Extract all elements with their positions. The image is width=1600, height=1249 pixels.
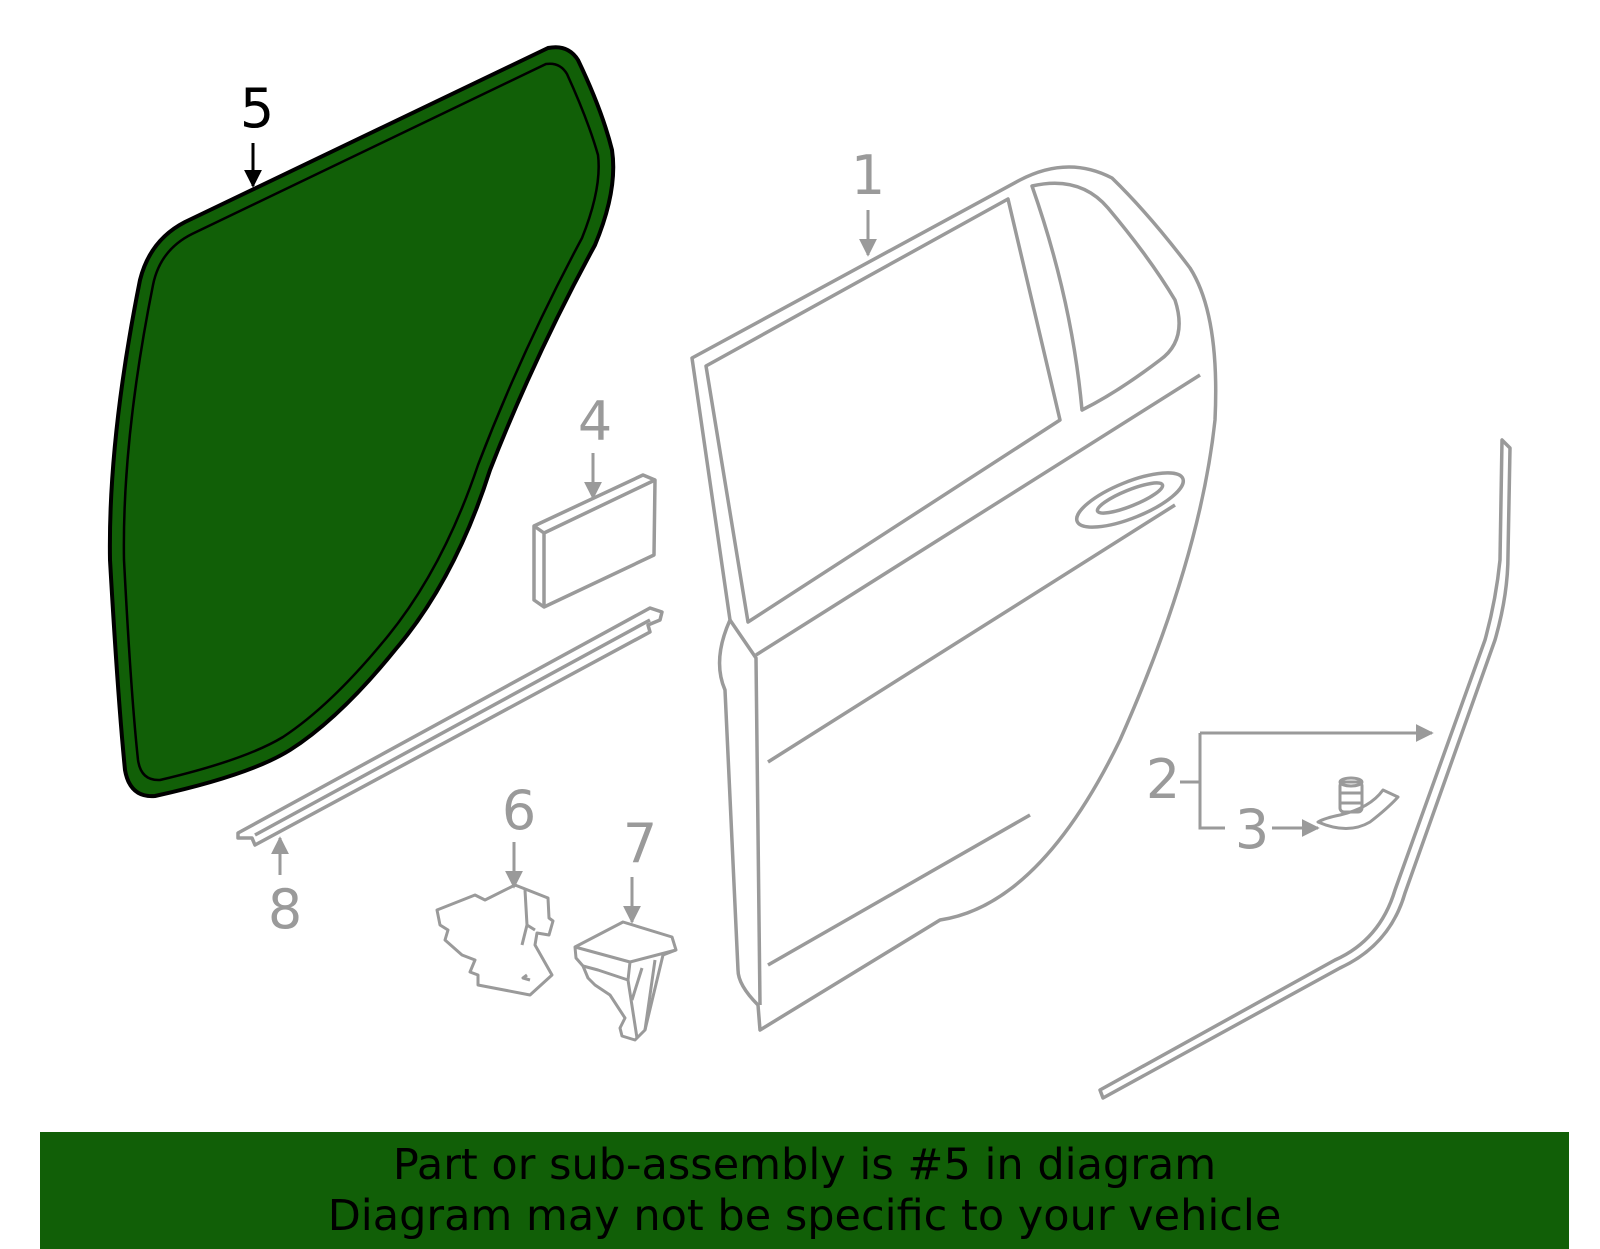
callout-8-label: 8 (268, 878, 302, 941)
part-5-outer-shape (107, 45, 616, 799)
callout-1-label: 1 (851, 144, 885, 207)
part-1-belt-line-upper (755, 373, 1201, 657)
part-1-body-crease-1 (767, 503, 1176, 764)
callout-6: 6 (502, 779, 536, 889)
part-1-door-outline (690, 165, 1218, 1032)
callout-2-bracket (1180, 733, 1225, 830)
part-5-glass-run-channel[interactable] (107, 45, 616, 799)
part-1-belt-line-lower (728, 619, 762, 1006)
part-1-window-frame-outer (704, 197, 1062, 624)
part-5-inner-edge (122, 62, 600, 782)
part-1-body-crease-2 (767, 813, 1031, 967)
callout-5-label: 5 (240, 77, 274, 140)
info-banner: Part or sub-assembly is #5 in diagram Di… (40, 1132, 1569, 1249)
callout-2-label: 2 (1146, 748, 1180, 811)
part-8-belt-molding[interactable] (236, 606, 664, 847)
part-7-stop-block[interactable] (573, 920, 678, 1042)
callout-4: 4 (578, 390, 612, 500)
part-1-window-frame-inner (1030, 181, 1181, 412)
part-4-pad[interactable] (532, 473, 657, 609)
callout-8: 8 (268, 836, 302, 941)
callout-7-label: 7 (623, 812, 657, 875)
banner-line-disclaimer: Diagram may not be specific to your vehi… (327, 1191, 1282, 1241)
part-1-door-handle (1074, 471, 1186, 529)
callout-4-label: 4 (578, 390, 612, 453)
banner-line-part-number: Part or sub-assembly is #5 in diagram (392, 1140, 1217, 1190)
callout-7: 7 (623, 812, 657, 924)
callout-3-label: 3 (1235, 798, 1269, 861)
part-3-clip[interactable] (1316, 776, 1400, 830)
callout-2: 2 (1146, 724, 1434, 830)
part-2-door-weatherstrip[interactable] (1098, 438, 1512, 1100)
callout-5: 5 (240, 77, 274, 188)
part-6-bracket[interactable] (435, 883, 555, 997)
callout-6-label: 6 (502, 779, 536, 842)
callout-3: 3 (1235, 798, 1320, 861)
part-1-door-shell[interactable] (690, 165, 1218, 1032)
callout-1: 1 (851, 144, 885, 257)
part-1-door-handle-inner (1095, 481, 1165, 515)
